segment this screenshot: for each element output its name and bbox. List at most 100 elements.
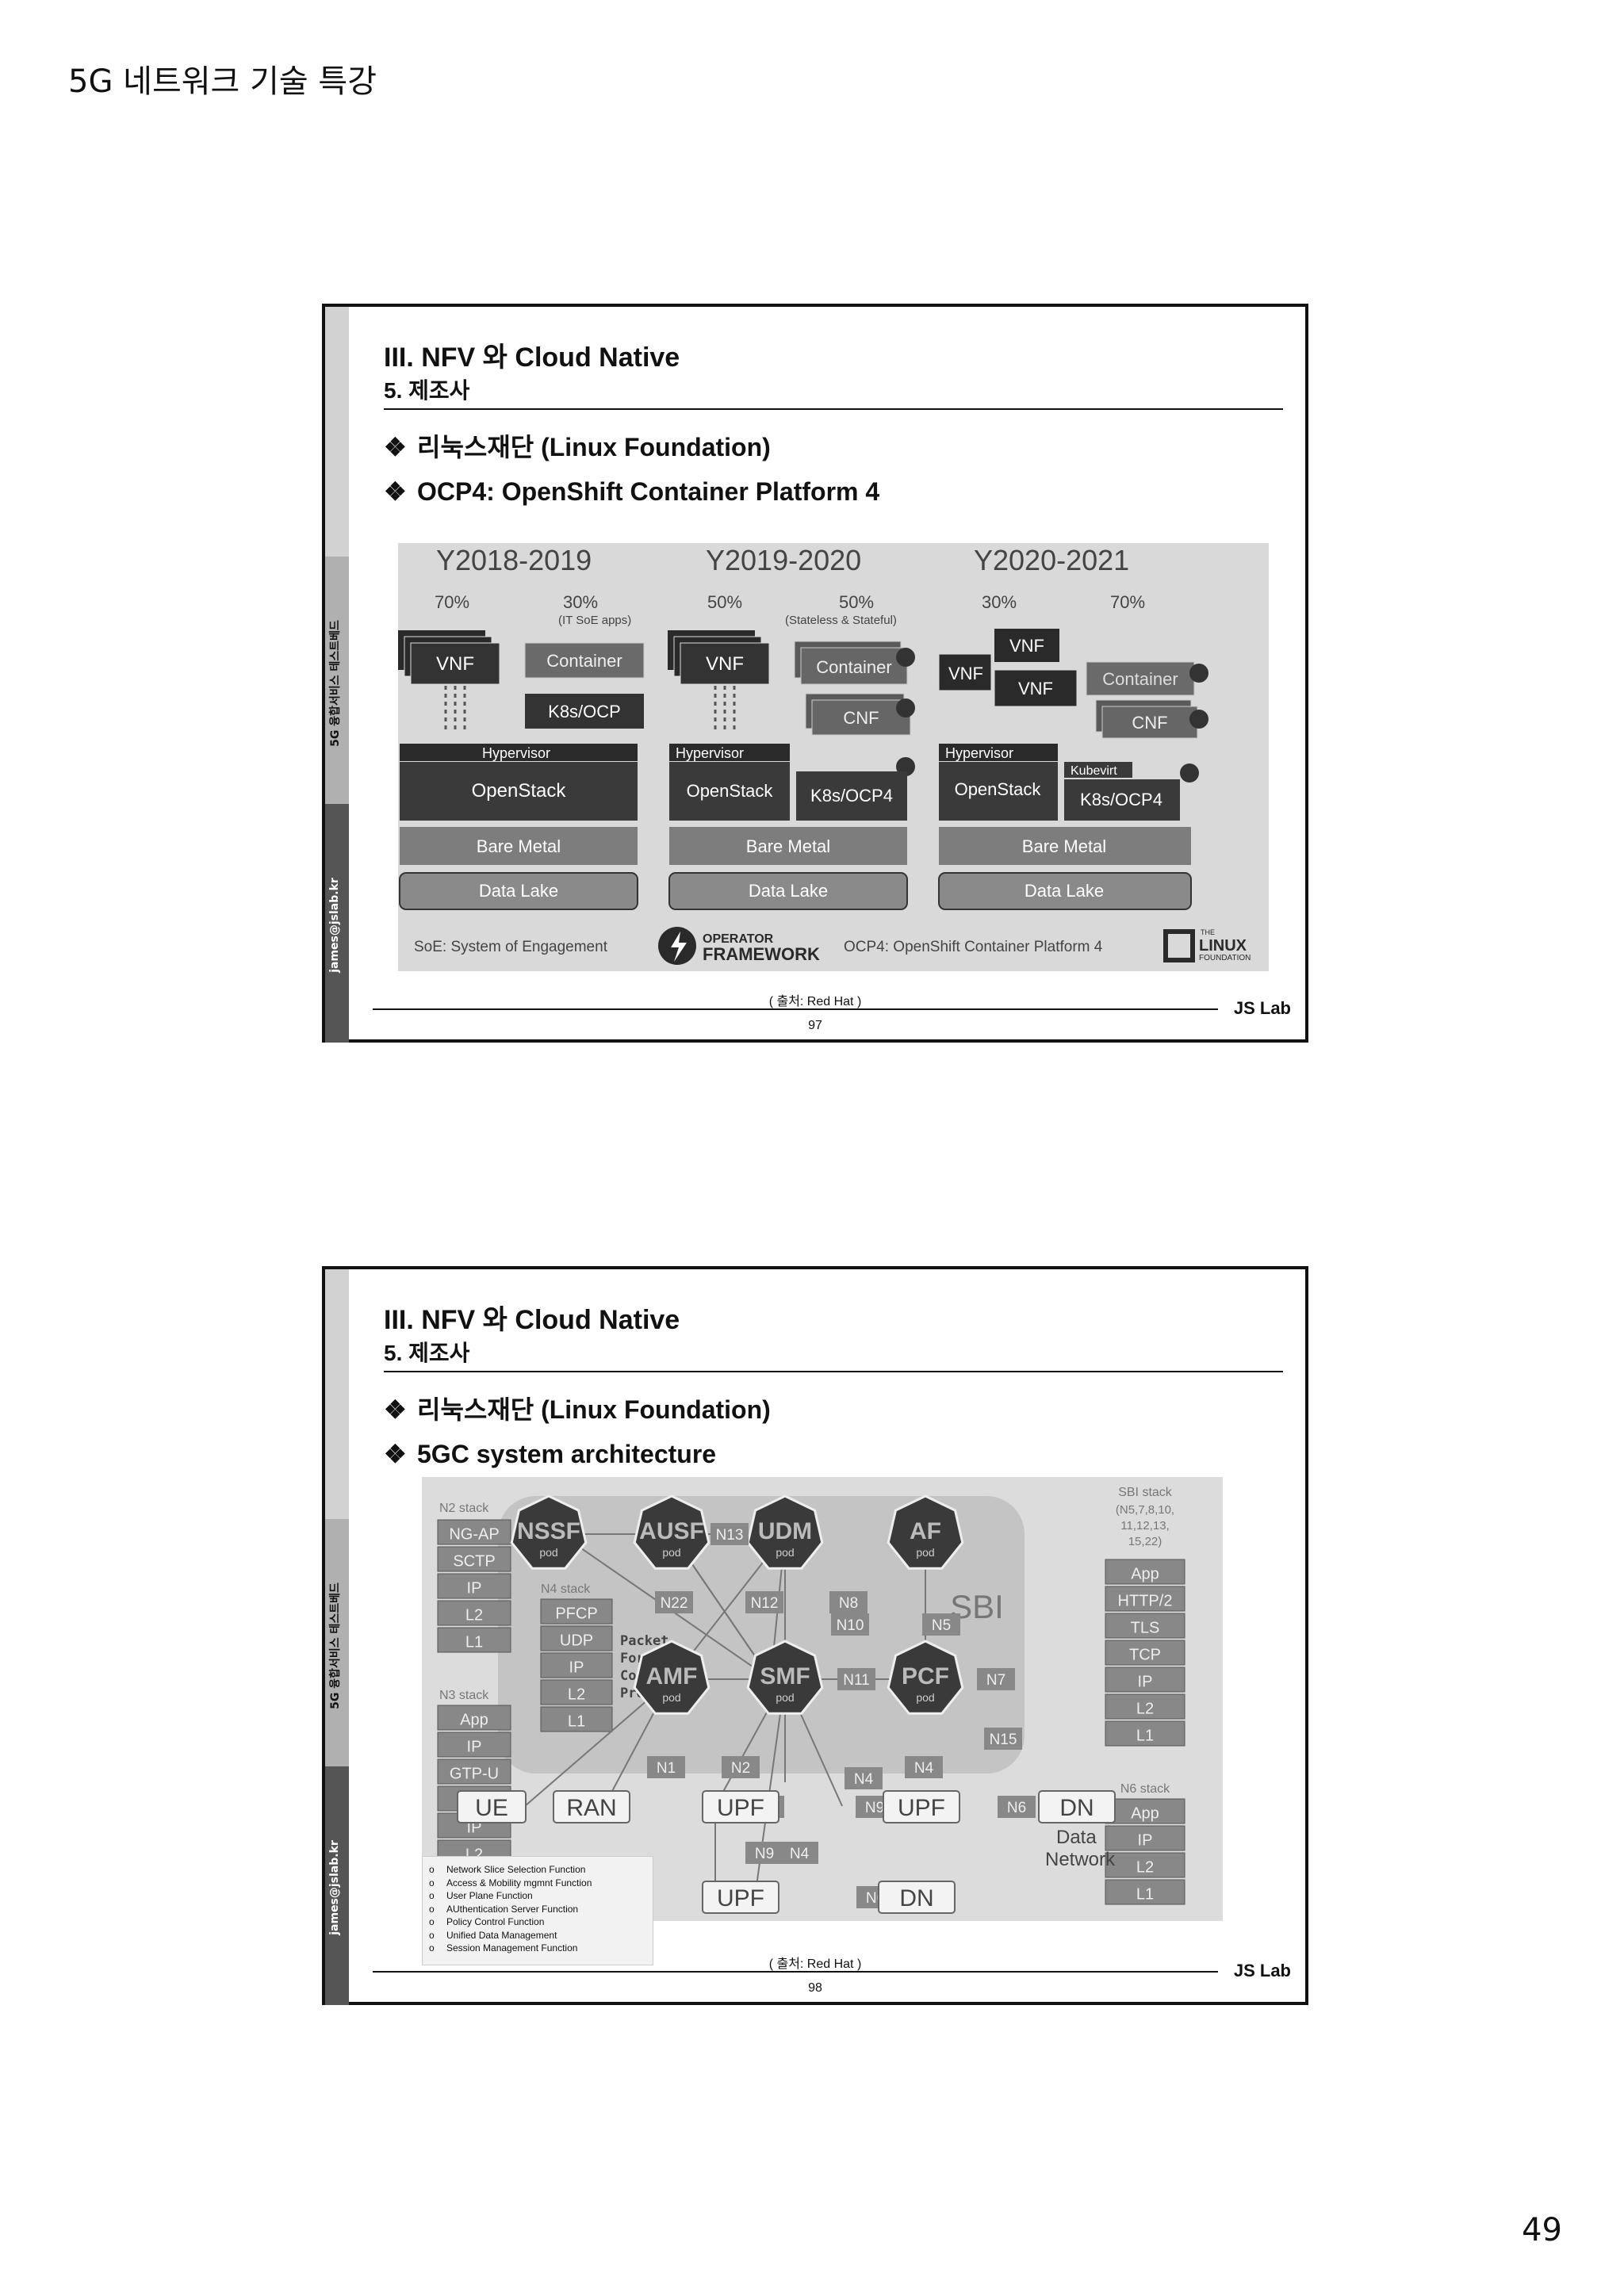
n6-stack-layer-label: App [1131, 1804, 1159, 1822]
n2-stack-layer [437, 1546, 511, 1572]
interface-label: N1 [657, 1760, 676, 1777]
interface-label: N8 [839, 1595, 858, 1612]
heading-rule [384, 1371, 1283, 1372]
interface-tag [984, 1728, 1022, 1750]
interface-label: N9 [755, 1846, 774, 1862]
svg-text:Bare Metal: Bare Metal [1022, 836, 1106, 856]
svg-text:SoE: System of Engagement: SoE: System of Engagement [414, 939, 608, 955]
n4-stack-layer [540, 1652, 613, 1678]
n3-stack-layer-label: IP [467, 1738, 482, 1755]
slide-number: 97 [808, 1019, 822, 1032]
svg-text:70%: 70% [435, 592, 469, 612]
svg-text:K8s/OCP: K8s/OCP [548, 702, 621, 721]
svg-text:OPERATOR: OPERATOR [703, 932, 774, 946]
sbi-stack-layer-label: HTTP/2 [1118, 1592, 1173, 1609]
pod-label: pod [776, 1691, 794, 1704]
source-caption: ( 출처: Red Hat ) [768, 995, 862, 1008]
nf-pod-pcf [887, 1640, 964, 1715]
svg-text:(IT SoE apps): (IT SoE apps) [558, 614, 631, 627]
nf-label: AUSF [639, 1518, 704, 1544]
interface-tag [647, 1756, 685, 1778]
slide-heading: III. NFV 와 Cloud Native [384, 342, 680, 373]
svg-text:THE: THE [1201, 928, 1215, 936]
bullet-item: ❖리눅스재단 (Linux Foundation) [384, 1395, 771, 1424]
svg-text:Data Lake: Data Lake [749, 881, 828, 901]
n4-stack-layer [540, 1679, 613, 1705]
n6-stack-layer [1105, 1852, 1185, 1878]
sidebar-email: james@jslab.kr [328, 1840, 342, 1935]
bullet-item: ❖리눅스재단 (Linux Foundation) [384, 433, 771, 461]
n2-stack-layer-label: L1 [465, 1633, 483, 1651]
svg-text:VNF: VNF [706, 653, 744, 675]
node-dn [1038, 1790, 1116, 1823]
brand-logo: JS Lab [1233, 998, 1291, 1018]
svg-text:N2 stack: N2 stack [439, 1502, 489, 1515]
node-upf [883, 1790, 960, 1823]
sbi-stack-layer [1105, 1586, 1185, 1612]
nf-pod-ausf [633, 1494, 710, 1570]
sidebar-caption: 5G 융합서비스 테스트베드 [329, 1582, 342, 1709]
svg-text:50%: 50% [839, 592, 874, 612]
footer-rule [373, 1008, 1218, 1010]
nf-pod-nssf [510, 1494, 588, 1570]
source-caption: ( 출처: Red Hat ) [768, 1957, 862, 1971]
interface-label: N4 [854, 1771, 874, 1788]
n2-stack-layer-label: IP [467, 1579, 482, 1597]
n3-stack-layer-label: GTP-U [450, 1765, 499, 1782]
slide-number: 98 [808, 1981, 822, 1995]
interface-label: N6 [1007, 1800, 1026, 1816]
node-label: UPF [717, 1885, 764, 1911]
sbi-stack-layer-label: IP [1138, 1673, 1153, 1690]
node-label: RAN [566, 1795, 616, 1821]
n6-stack-layer [1105, 1825, 1185, 1851]
svg-text:Data Lake: Data Lake [479, 881, 558, 901]
svg-text:VNF: VNF [948, 664, 983, 683]
svg-text:LINUX: LINUX [1199, 937, 1247, 955]
svg-text:K8s/OCP4: K8s/OCP4 [810, 786, 893, 806]
interface-label: N10 [837, 1617, 864, 1634]
ocp4-evolution-figure: Y2018-2019 Y2019-2020 Y2020-2021 70% 30%… [398, 543, 1269, 971]
sbi-stack-layer [1105, 1613, 1185, 1639]
interface-label: N12 [751, 1595, 779, 1612]
slide-98: 5G 융합서비스 테스트베드 james@jslab.kr III. NFV 와… [322, 1266, 1308, 2005]
sbi-stack-layer-label: L1 [1136, 1727, 1154, 1744]
svg-text:Network: Network [1045, 1849, 1116, 1870]
pod-label: pod [916, 1546, 934, 1559]
svg-text:OpenStack: OpenStack [687, 781, 774, 801]
svg-text:Hypervisor: Hypervisor [676, 745, 744, 761]
n3-stack-layer [437, 1758, 511, 1785]
interface-label: N22 [661, 1595, 688, 1612]
pod-label: pod [662, 1691, 680, 1704]
sbi-stack-layer [1105, 1667, 1185, 1693]
pod-label: pod [662, 1546, 680, 1559]
svg-text:Bare Metal: Bare Metal [477, 836, 561, 856]
interface-tag [837, 1668, 875, 1690]
pod-label: pod [916, 1691, 934, 1704]
svg-text:FRAMEWORK: FRAMEWORK [703, 944, 820, 964]
n3-stack-layer [437, 1732, 511, 1758]
node-label: DN [899, 1885, 933, 1911]
interface-label: N11 [843, 1672, 869, 1689]
svg-text:OCP4: OpenShift Container Plat: OCP4: OpenShift Container Platform 4 [844, 939, 1103, 955]
nf-pod-smf [746, 1640, 824, 1715]
interface-tag [977, 1668, 1015, 1690]
interface-label: N2 [731, 1760, 750, 1777]
interface-label: N9 [865, 1800, 884, 1816]
svg-text:N6 stack: N6 stack [1120, 1782, 1170, 1796]
interface-label: N13 [716, 1527, 744, 1544]
svg-text:VNF: VNF [436, 653, 474, 675]
svg-text:CNF: CNF [1132, 713, 1167, 733]
n4-stack-layer [540, 1706, 613, 1732]
sbi-stack-layer-label: TLS [1131, 1619, 1160, 1636]
node-upf [702, 1881, 779, 1914]
sbi-stack-layer-label: L2 [1136, 1700, 1154, 1717]
sbi-stack-layer-label: TCP [1129, 1646, 1161, 1663]
n4-stack-layer-label: IP [569, 1659, 584, 1676]
year-1: Y2018-2019 [436, 544, 592, 576]
n4-stack-layer [540, 1598, 613, 1624]
svg-text:Bare Metal: Bare Metal [746, 836, 830, 856]
